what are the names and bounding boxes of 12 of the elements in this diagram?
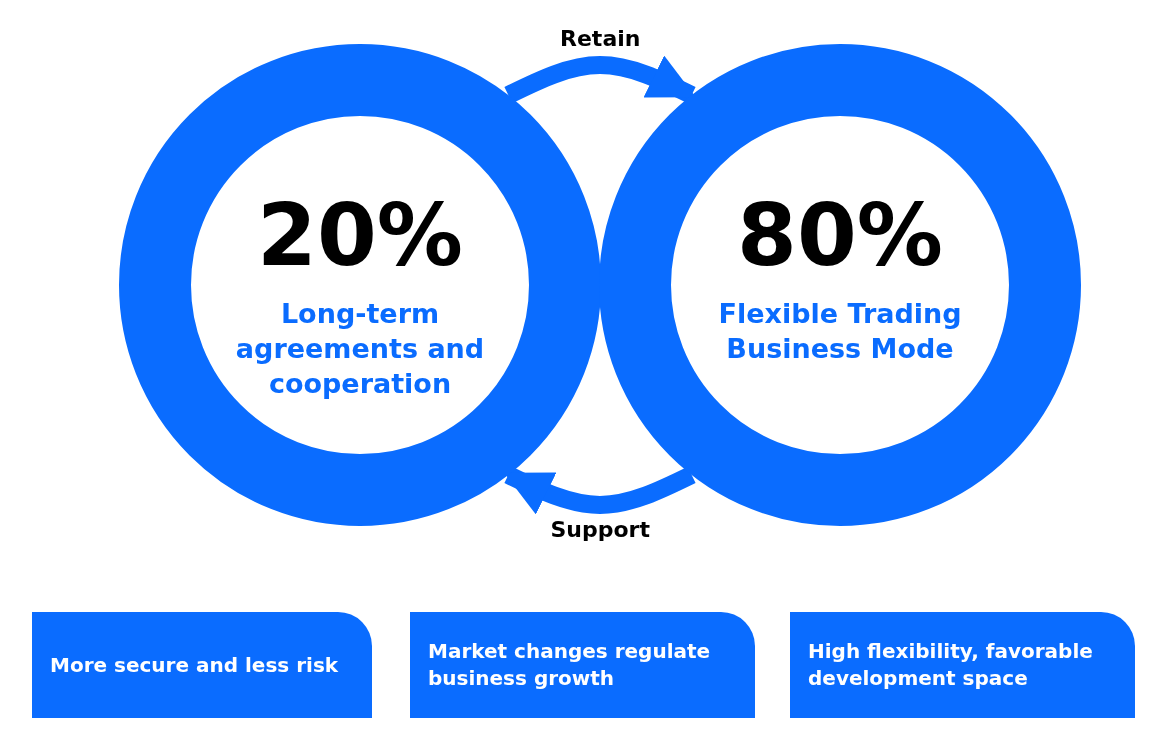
flow-arrow: [504, 466, 696, 515]
flow-arrow: [504, 55, 696, 104]
benefit-text: High flexibility, favorable development space: [808, 638, 1094, 692]
benefit-card: [32, 612, 372, 718]
benefit-text: More secure and less risk: [50, 651, 339, 679]
benefit-card: [410, 612, 755, 718]
benefit-card: [790, 612, 1135, 718]
percentage-value: 80%: [736, 192, 944, 278]
benefit-text: Market changes regulate business growth: [428, 638, 712, 692]
segment-label: Flexible Trading Business Mode: [717, 297, 963, 367]
percentage-value: 20%: [256, 192, 464, 278]
segment-label: Long-term agreements and cooperation: [234, 297, 486, 402]
